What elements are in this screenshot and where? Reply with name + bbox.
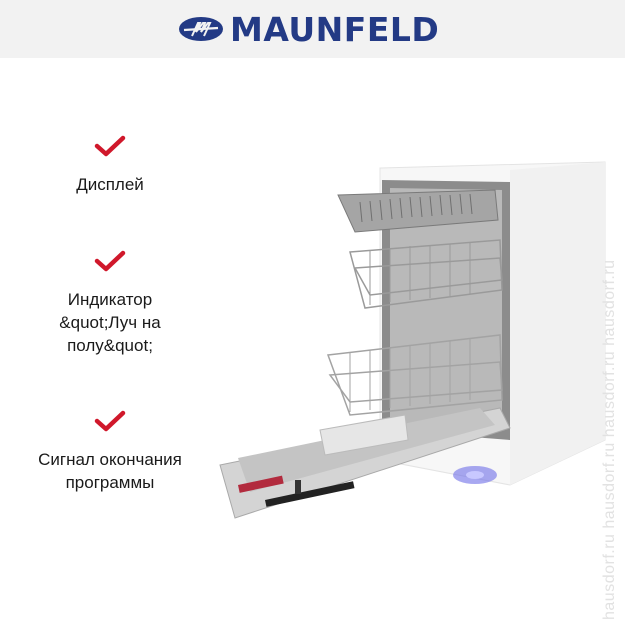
feature-label-line: Сигнал окончания: [38, 450, 182, 469]
feature-floor-beam: Индикатор &quot;Луч на полу&quot;: [0, 250, 220, 357]
maunfeld-emblem-icon: [179, 17, 223, 41]
check-icon: [94, 250, 126, 272]
feature-label-line: программы: [65, 473, 155, 492]
feature-label-line: полу&quot;: [67, 336, 153, 355]
feature-display: Дисплей: [0, 135, 220, 196]
brand-name: MAUNFELD: [230, 9, 440, 49]
check-icon: [94, 135, 126, 157]
watermark: hausdorf.ru hausdorf.ru hausdorf.ru haus…: [601, 150, 621, 620]
feature-label: Дисплей: [0, 173, 220, 196]
check-icon: [94, 410, 126, 432]
header-band: MAUNFELD: [0, 0, 625, 58]
dishwasher-image: [219, 161, 606, 519]
brand-logo: MAUNFELD: [178, 10, 439, 48]
watermark-text: hausdorf.ru hausdorf.ru hausdorf.ru haus…: [601, 259, 618, 620]
feature-label: Индикатор &quot;Луч на полу&quot;: [0, 288, 220, 357]
feature-label: Сигнал окончания программы: [0, 448, 220, 494]
feature-label-line: Дисплей: [76, 175, 144, 194]
feature-label-line: Индикатор: [67, 290, 153, 309]
feature-label-line: &quot;Луч на: [59, 313, 161, 332]
feature-end-signal: Сигнал окончания программы: [0, 410, 220, 494]
